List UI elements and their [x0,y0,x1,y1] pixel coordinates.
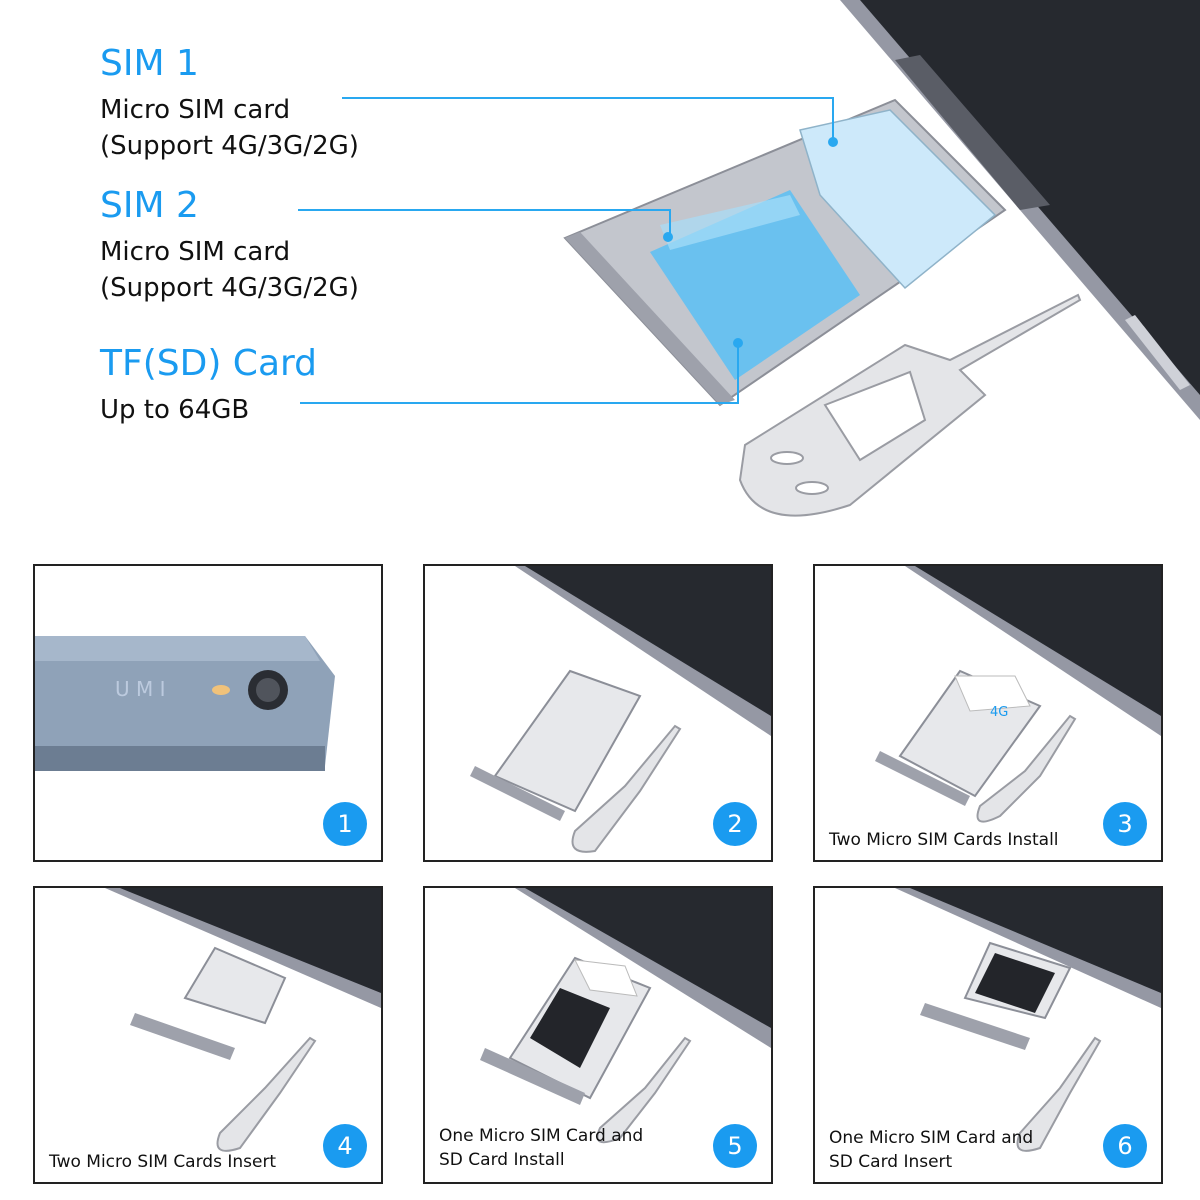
callout-sim2: SIM 2 Micro SIM card (Support 4G/3G/2G) [100,186,359,306]
step-caption: Two Micro SIM Cards Insert [49,1152,277,1172]
sim1-leader-line [342,97,834,140]
step-number-badge: 2 [713,802,757,846]
sim-tray-illustration [563,98,1007,407]
hero-illustration [298,0,1200,517]
tf-leader-line [300,345,739,404]
callout-sim1-desc-1: Micro SIM card [100,95,291,125]
step-panel-4: Two Micro SIM Cards Insert 4 [33,886,383,1184]
callout-sim2-desc-1: Micro SIM card [100,237,291,267]
step-caption-line-2: SD Card Install [439,1150,565,1170]
callout-tf-card-desc-1: Up to 64GB [100,395,250,425]
ejector-pin-illustration [738,293,1082,517]
callout-sim1-title: SIM 1 [100,43,199,84]
callout-sim1-desc-2: (Support 4G/3G/2G) [100,131,359,161]
tray-with-sims-photo: 4G [875,566,1161,823]
step-number-badge: 1 [323,802,367,846]
svg-text:U M I: U M I [115,677,166,701]
sim2-leader-line [298,209,671,235]
step-caption-line-1: One Micro SIM Card and [439,1126,644,1146]
callout-sim2-title: SIM 2 [100,185,199,226]
callout-sim1: SIM 1 Micro SIM card (Support 4G/3G/2G) [100,44,359,164]
step-caption-line-2: SD Card Insert [829,1152,953,1172]
phone-illustration [840,0,1200,420]
step-panel-2: 2 [423,564,773,862]
step-panel-1: U M I 1 [33,564,383,862]
step-caption: Two Micro SIM Cards Install [829,830,1059,850]
tray-sim-sd-insert-photo [895,888,1161,1152]
empty-tray-photo [470,566,771,853]
phone-back-photo: U M I [35,636,335,771]
svg-text:4G: 4G [990,705,1008,720]
tray-sim-sd-photo [480,888,771,1144]
step-caption-line-1: One Micro SIM Card and [829,1128,1034,1148]
step-panel-6: One Micro SIM Card and SD Card Insert 6 [813,886,1163,1184]
step-number-badge: 5 [713,1124,757,1168]
step-number-badge: 3 [1103,802,1147,846]
step-panel-5: One Micro SIM Card and SD Card Install 5 [423,886,773,1184]
callout-tf-card-title: TF(SD) Card [100,343,318,384]
callout-tf-card: TF(SD) Card Up to 64GB [100,344,317,428]
tray-insert-photo [105,888,381,1152]
step-panel-3: 4G Two Micro SIM Cards Install 3 [813,564,1163,862]
step-number-badge: 4 [323,1124,367,1168]
callout-lines [298,97,838,404]
step-number-badge: 6 [1103,1124,1147,1168]
callout-sim2-desc-2: (Support 4G/3G/2G) [100,273,359,303]
